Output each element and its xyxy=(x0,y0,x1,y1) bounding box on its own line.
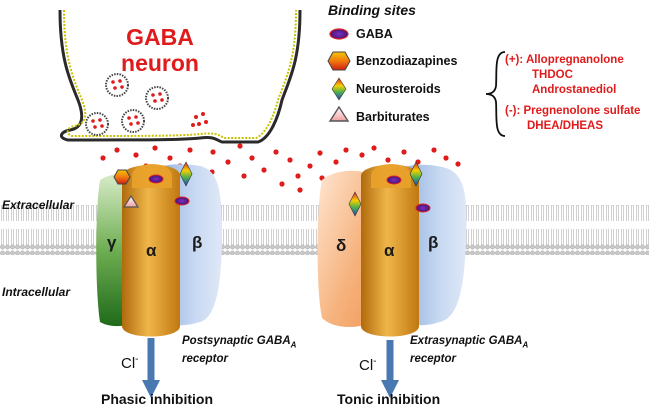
legend-label-gaba: GABA xyxy=(356,27,393,41)
gaba-molecule xyxy=(455,161,461,167)
chloride-right-symbol: Cl xyxy=(359,357,374,374)
gaba-molecule xyxy=(443,155,449,161)
gaba-molecule xyxy=(385,157,391,163)
positive-modulators: (+): Allopregnanolone THDOC Androstanedi… xyxy=(505,53,624,98)
modulator-brace xyxy=(485,51,506,137)
gaba-molecule xyxy=(187,147,193,153)
extrasynaptic-label-text: Extrasynaptic GABA xyxy=(410,335,523,347)
modulator-positive-2: THDOC xyxy=(532,69,573,81)
legend-gaba-icon xyxy=(329,28,349,40)
extrasynaptic-receptor-label: Extrasynaptic GABAA receptor xyxy=(410,334,528,367)
neuron-title-line2: neuron xyxy=(121,50,199,76)
gaba-molecule xyxy=(307,163,313,169)
legend-icons xyxy=(327,28,351,122)
extrasynaptic-label-sub: A xyxy=(522,340,529,350)
gaba-molecule xyxy=(273,149,279,155)
chloride-right-charge: - xyxy=(373,356,377,367)
gaba-molecule xyxy=(261,167,267,173)
modulator-negative-1: (-): Pregnenolone sulfate xyxy=(505,105,641,117)
modulator-positive-3: Androstanediol xyxy=(532,84,617,96)
neuron-title-line1: GABA xyxy=(126,24,194,50)
extracellular-label: Extracellular xyxy=(2,198,75,212)
phasic-inhibition-label: Phasic inhibition xyxy=(101,391,214,407)
neuron-title: GABA neuron xyxy=(105,24,215,76)
tonic-inhibition-label: Tonic inhibition xyxy=(337,391,441,407)
postsynaptic-label-sub: A xyxy=(290,340,297,350)
chloride-left-charge: - xyxy=(135,354,139,365)
gaba-molecule xyxy=(401,149,407,155)
barbiturate-site-left xyxy=(122,194,140,208)
chloride-left-symbol: Cl xyxy=(121,355,136,372)
gaba-site-left-1 xyxy=(148,174,164,184)
postsynaptic-label-line2: receptor xyxy=(182,353,229,366)
intracellular-label: Intracellular xyxy=(2,285,71,299)
gaba-molecule xyxy=(100,155,106,161)
gaba-molecule xyxy=(431,147,437,153)
modulator-negative-2: DHEA/DHEAS xyxy=(527,120,604,132)
neurosteroid-site-right-2 xyxy=(348,191,362,217)
neurosteroid-site-left xyxy=(179,161,193,187)
chloride-left: Cl- xyxy=(121,354,139,372)
legend-title: Binding sites xyxy=(328,2,416,18)
gaba-molecule xyxy=(167,155,173,161)
gaba-molecule xyxy=(295,173,301,179)
gaba-molecule xyxy=(359,152,365,158)
legend-barbiturate-icon xyxy=(328,105,350,122)
gaba-molecule xyxy=(279,181,285,187)
gaba-molecule xyxy=(371,145,377,151)
neurosteroid-site-right-1 xyxy=(409,161,423,187)
gaba-site-right-1 xyxy=(386,175,402,185)
gaba-molecule xyxy=(225,159,231,165)
gamma-label: γ xyxy=(107,233,117,252)
negative-modulators: (-): Pregnenolone sulfate DHEA/DHEAS xyxy=(505,104,640,134)
extrasynaptic-label-line2: receptor xyxy=(410,353,457,366)
gaba-molecule xyxy=(152,145,158,151)
beta-label-left: β xyxy=(192,233,203,252)
gaba-molecule xyxy=(241,173,247,179)
alpha-label-right: α xyxy=(384,241,395,260)
benzodiazepine-site-left xyxy=(113,169,131,185)
gaba-molecule xyxy=(237,143,243,149)
alpha-subunit-left xyxy=(122,164,180,337)
legend-benzodiazepine-icon xyxy=(327,51,351,71)
gaba-molecule xyxy=(133,152,139,158)
modulator-positive-1: (+): Allopregnanolone xyxy=(505,54,624,66)
synaptic-vesicles xyxy=(85,73,208,136)
gaba-molecule xyxy=(114,147,120,153)
postsynaptic-receptor xyxy=(96,161,222,398)
gaba-site-right-2 xyxy=(415,203,431,213)
gaba-molecule xyxy=(297,187,303,193)
extrasynaptic-receptor xyxy=(317,161,467,398)
alpha-label-left: α xyxy=(146,241,157,260)
gaba-molecule xyxy=(287,157,293,163)
beta-label-right: β xyxy=(428,233,439,252)
gaba-molecule xyxy=(249,155,255,161)
gaba-molecule xyxy=(317,150,323,156)
legend-label-barbiturates: Barbiturates xyxy=(356,110,430,124)
alpha-subunit-right xyxy=(361,164,419,337)
legend-label-benzodiazapines: Benzodiazapines xyxy=(356,54,458,68)
gaba-molecule xyxy=(333,159,339,165)
gaba-molecule xyxy=(210,149,216,155)
gaba-site-left-2 xyxy=(174,196,190,206)
presynaptic-terminal xyxy=(58,9,302,144)
legend-neurosteroid-icon xyxy=(331,77,347,101)
postsynaptic-receptor-label: Postsynaptic GABAA receptor xyxy=(182,334,296,367)
gaba-molecule xyxy=(343,147,349,153)
chloride-right: Cl- xyxy=(359,356,377,374)
postsynaptic-label-text: Postsynaptic GABA xyxy=(182,335,291,347)
delta-label: δ xyxy=(336,236,347,255)
legend-label-neurosteroids: Neurosteroids xyxy=(356,82,441,96)
